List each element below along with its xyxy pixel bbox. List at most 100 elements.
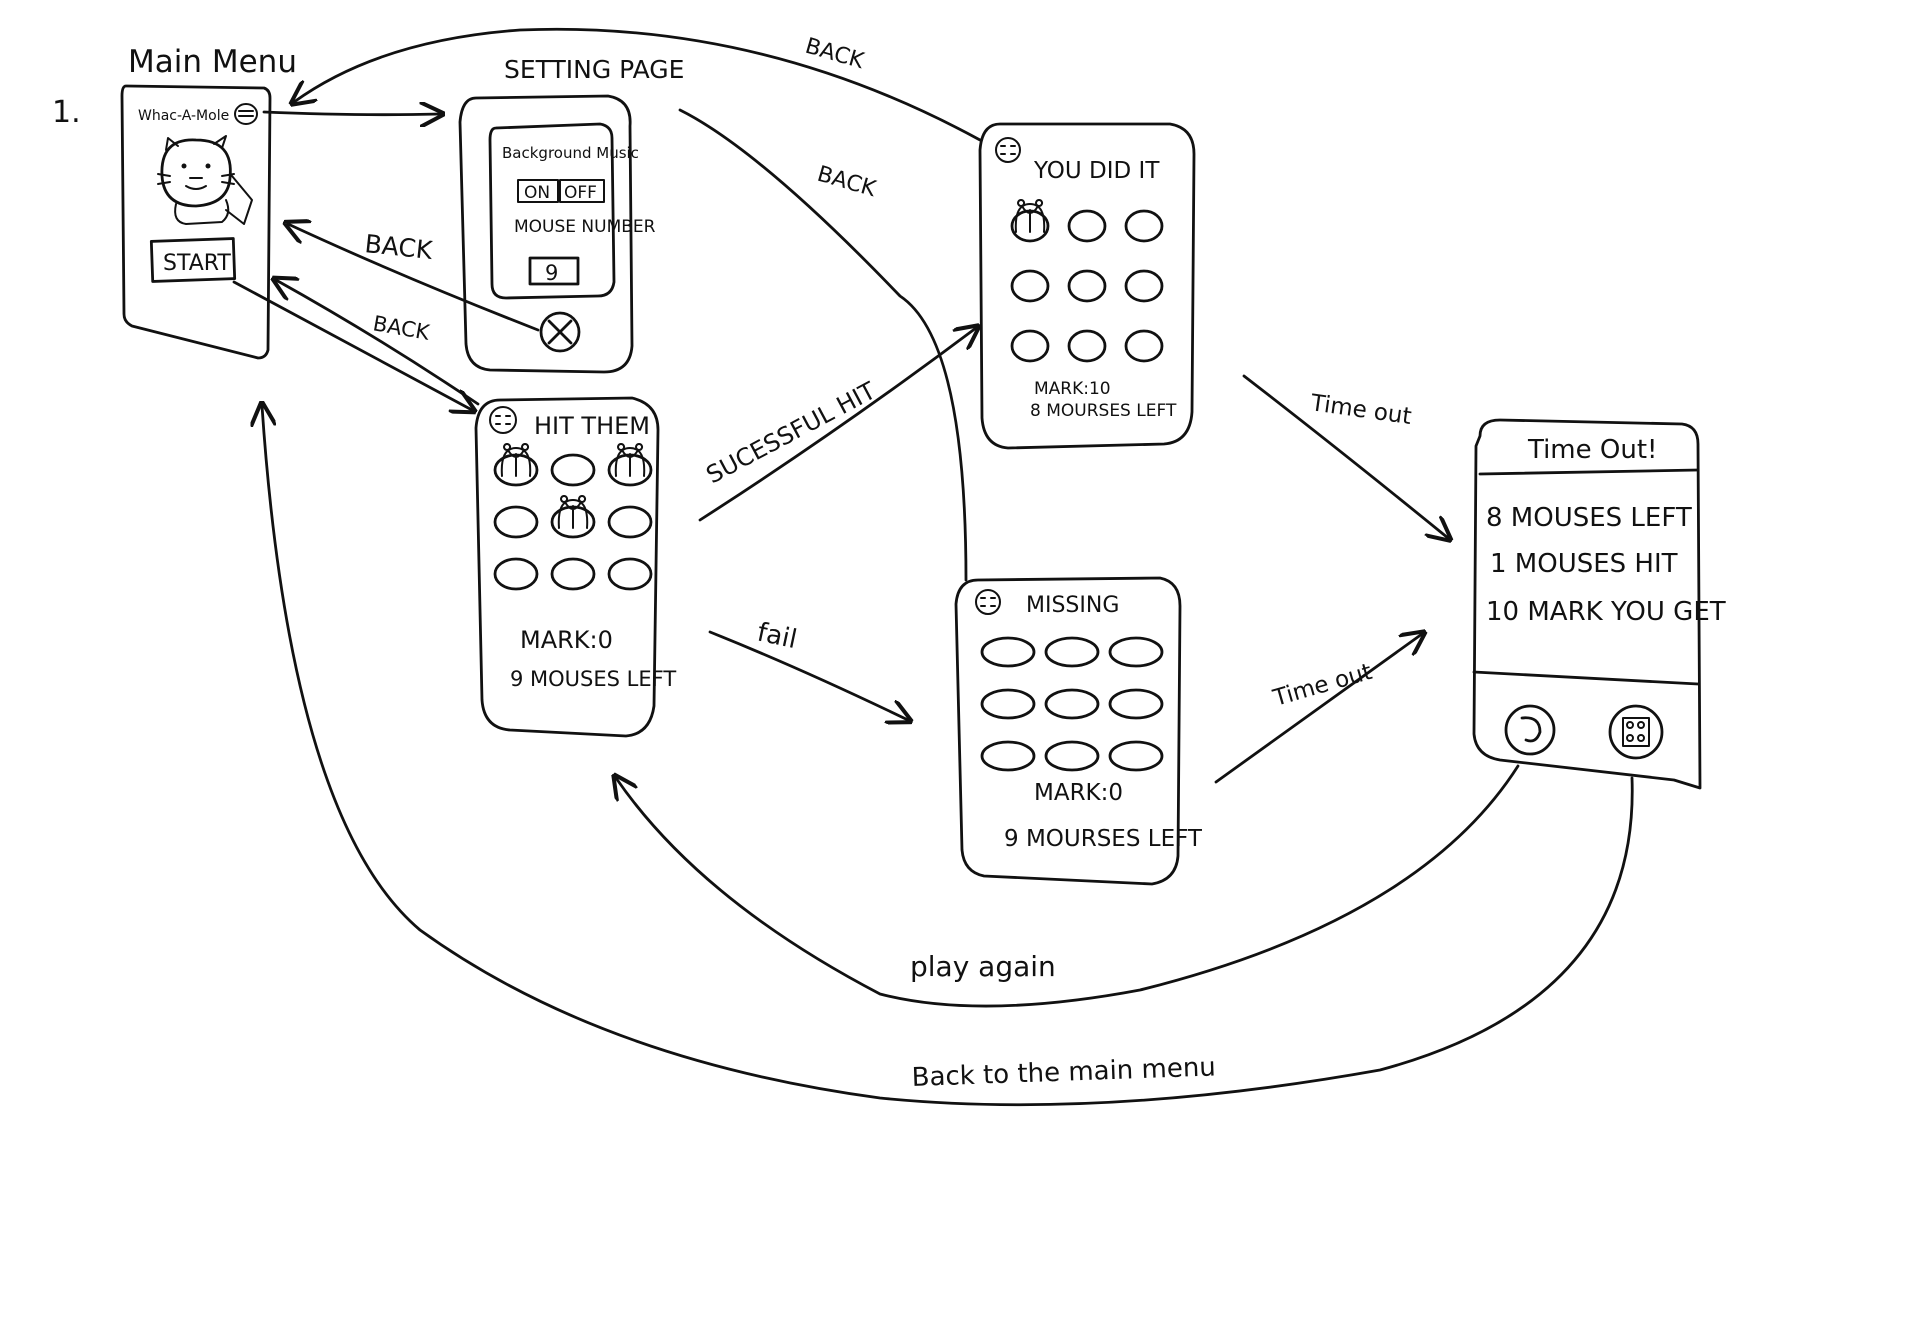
mole-hole[interactable]: [1044, 636, 1100, 668]
time-out-line1: 8 MOUSES LEFT: [1486, 503, 1692, 533]
label-back-diag: BACK: [814, 162, 879, 203]
time-out-header-divider: [1478, 468, 1700, 476]
edge-back-to-main: [262, 406, 1634, 1107]
mole-hole[interactable]: [607, 557, 653, 591]
mole-hole[interactable]: [1010, 269, 1050, 303]
you-did-it-mouses-left: 8 MOURSES LEFT: [1030, 401, 1177, 421]
hit-them-screen: HIT THEM MARK:0 9 MOUSES LEFT: [474, 396, 676, 738]
mole-hole[interactable]: [1067, 269, 1107, 303]
start-button[interactable]: [149, 237, 237, 283]
missing-screen: MISSING MARK:0 9 MOURSES LEFT: [954, 576, 1203, 886]
hit-them-title: HIT THEM: [534, 412, 650, 440]
edge-timeout-success: [1242, 374, 1448, 538]
page-number: 1.: [52, 95, 81, 130]
setting-page-label: SETTING PAGE: [504, 55, 684, 84]
mole-icon[interactable]: [500, 443, 532, 477]
close-icon[interactable]: [539, 311, 581, 353]
time-out-screen: Time Out! 8 MOUSES LEFT 1 MOUSES HIT 10 …: [1472, 418, 1726, 790]
edge-game-back: [276, 280, 480, 406]
app-title: Whac-A-Mole: [138, 108, 229, 124]
edge-timeout-missing: [1214, 634, 1422, 784]
edge-setting-back: [288, 224, 540, 332]
mouse-number-value: 9: [545, 261, 558, 285]
edges: [232, 27, 1634, 1107]
mole-hole[interactable]: [1108, 740, 1164, 772]
time-out-title: Time Out!: [1527, 435, 1657, 465]
music-on-toggle[interactable]: [517, 179, 559, 203]
hole-grid: [1010, 199, 1164, 363]
main-menu-screen: Main Menu Whac-A-Mole START: [120, 44, 297, 360]
label-play-again: play again: [910, 950, 1056, 983]
edge-menu-to-setting: [262, 112, 440, 115]
edge-missing-back: [678, 108, 968, 582]
mole-hole[interactable]: [1010, 329, 1050, 363]
hole-grid: [493, 443, 653, 591]
time-out-footer-divider: [1472, 670, 1700, 686]
mole-hole[interactable]: [493, 505, 539, 539]
you-did-it-mark: MARK:10: [1034, 379, 1111, 399]
hit-them-mark: MARK:0: [520, 626, 613, 654]
setting-page-screen: SETTING PAGE Background Music ON OFF MOU…: [458, 55, 684, 374]
mole-hole[interactable]: [980, 636, 1036, 668]
mouse-number-label: MOUSE NUMBER: [514, 217, 656, 237]
time-out-frame: [1472, 418, 1702, 790]
edge-fail: [708, 630, 908, 720]
music-off-toggle[interactable]: [559, 179, 605, 203]
mole-hole[interactable]: [607, 505, 653, 539]
missing-frame: [954, 576, 1182, 886]
label-time-out-1: Time out: [1308, 390, 1413, 430]
menu-icon: [234, 103, 258, 125]
you-did-it-frame: [978, 122, 1196, 450]
mole-hole[interactable]: [1124, 209, 1164, 243]
mole-icon[interactable]: [1014, 199, 1046, 233]
hole-grid: [980, 636, 1164, 772]
hit-them-frame: [474, 396, 660, 738]
label-back-to-main: Back to the main menu: [911, 1052, 1216, 1093]
mole-hole[interactable]: [1108, 688, 1164, 720]
mole-hole[interactable]: [1067, 329, 1107, 363]
missing-mouses-left: 9 MOURSES LEFT: [1004, 826, 1203, 852]
mole-hole[interactable]: [1124, 269, 1164, 303]
mole-hole[interactable]: [1067, 209, 1107, 243]
mole-hole[interactable]: [550, 557, 596, 591]
edge-success-back: [294, 27, 982, 142]
missing-mark: MARK:0: [1034, 780, 1123, 806]
replay-icon[interactable]: [1504, 704, 1556, 756]
sound-icon: [995, 137, 1021, 163]
setting-page-frame: [458, 94, 634, 374]
main-menu-frame: [120, 84, 272, 360]
edge-start-to-game: [232, 280, 472, 410]
mole-hole[interactable]: [550, 453, 596, 487]
mascot-cat-icon: [157, 135, 253, 225]
label-successful-hit: SUCESSFUL HIT: [702, 376, 881, 489]
mole-icon[interactable]: [614, 443, 646, 477]
menu-grid-icon[interactable]: [1608, 704, 1664, 760]
hit-them-mouses-left: 9 MOUSES LEFT: [510, 667, 676, 691]
mouse-number-input[interactable]: [528, 256, 580, 286]
edge-successful-hit: [698, 328, 976, 522]
you-did-it-screen: YOU DID IT MARK:10 8 MOURSES LEFT: [978, 122, 1196, 450]
time-out-line3: 10 MARK YOU GET: [1486, 597, 1726, 627]
sound-icon: [975, 589, 1001, 615]
mole-hole[interactable]: [493, 557, 539, 591]
main-menu-label: Main Menu: [128, 44, 297, 80]
start-button-label: START: [163, 251, 231, 276]
mole-icon[interactable]: [557, 495, 589, 529]
you-did-it-title: YOU DID IT: [1033, 158, 1160, 184]
label-back-setting: BACK: [363, 229, 434, 265]
missing-title: MISSING: [1026, 593, 1119, 618]
setting-inner-frame: [488, 122, 616, 300]
mole-hole[interactable]: [1108, 636, 1164, 668]
mole-hole[interactable]: [1044, 688, 1100, 720]
edge-play-again: [616, 764, 1520, 1008]
music-on-label: ON: [524, 183, 550, 203]
mole-hole[interactable]: [980, 740, 1036, 772]
label-fail: fail: [755, 618, 800, 656]
music-label: Background Music: [502, 144, 639, 162]
time-out-line2: 1 MOUSES HIT: [1490, 549, 1678, 579]
mole-hole[interactable]: [980, 688, 1036, 720]
mole-hole[interactable]: [1124, 329, 1164, 363]
mole-hole[interactable]: [1044, 740, 1100, 772]
music-off-label: OFF: [564, 183, 597, 203]
